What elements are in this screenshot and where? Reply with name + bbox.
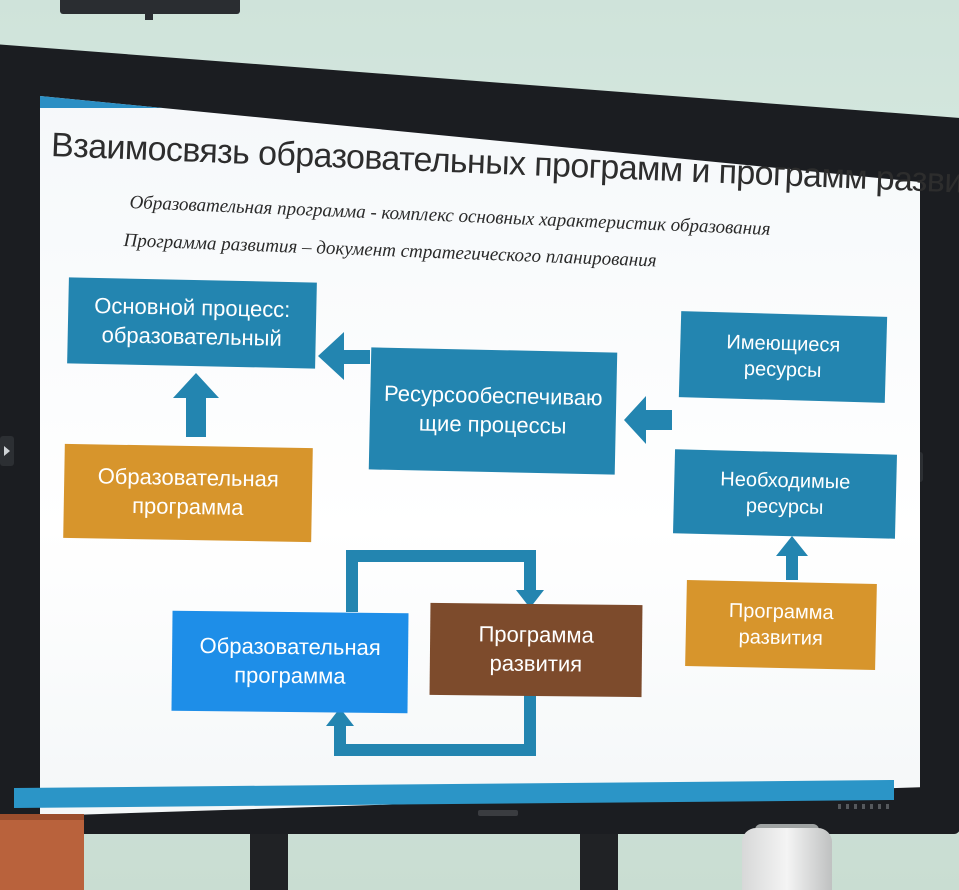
- box-dev-program-bottom: Программа развития: [429, 602, 643, 698]
- foreground-shelf: [0, 814, 84, 890]
- box-needed-resources: Необходимые ресурсы: [673, 449, 897, 539]
- tv-logo: [478, 810, 518, 816]
- box-available-resources: Имеющиеся ресурсы: [678, 311, 888, 403]
- box-dev-program-right: Программа развития: [685, 580, 877, 670]
- box-edu-program-bottom: Образовательная программа: [171, 610, 409, 714]
- box-resource-processes: Ресурсообеспечиваю щие процессы: [368, 347, 618, 475]
- box-main-process: Основной процесс: образовательный: [67, 277, 317, 369]
- screen-left-arrow-icon[interactable]: [0, 436, 14, 466]
- wall-mount: [60, 0, 240, 20]
- tv-buttons[interactable]: [838, 804, 890, 809]
- thermos-bottle: [742, 828, 832, 890]
- box-edu-program-top: Образовательная программа: [63, 443, 313, 543]
